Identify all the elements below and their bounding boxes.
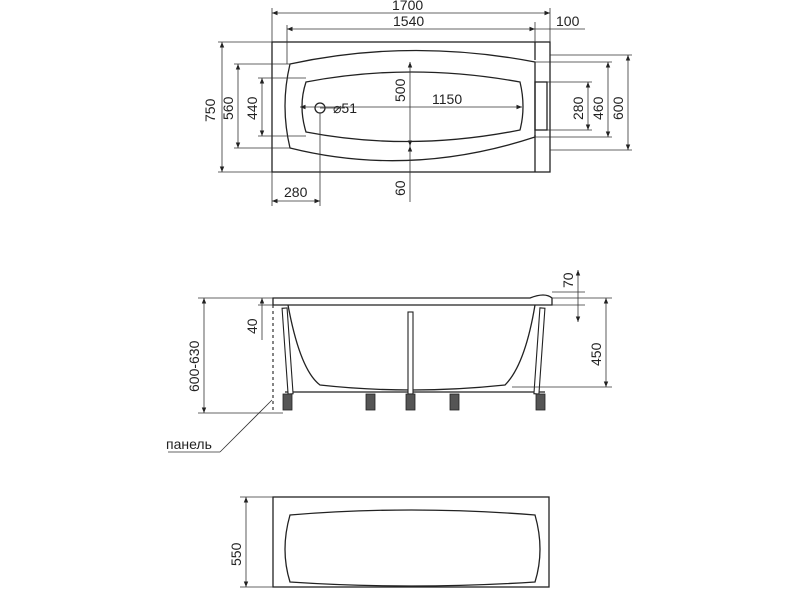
top-headrest-block	[534, 81, 548, 131]
foot-3	[405, 393, 416, 411]
dim-500: 500	[392, 78, 408, 102]
front-view: 550	[228, 496, 550, 588]
top-view: 1700 1540 100 750 560 440 500 ⌀51 1150 2	[202, 0, 632, 206]
foot-2	[365, 393, 376, 411]
dim-60: 60	[392, 180, 408, 196]
dim-550: 550	[228, 542, 244, 566]
front-panel-outline	[272, 496, 550, 588]
side-leg-2	[407, 311, 414, 395]
side-rim	[272, 294, 553, 306]
side-view: 600-630 40 70 450 панель	[166, 270, 612, 453]
dim-drain-diameter: ⌀51	[333, 100, 357, 116]
side-leg-3	[533, 307, 546, 395]
dim-750: 750	[202, 98, 218, 122]
dim-600: 600	[610, 96, 626, 120]
front-panel-inner	[284, 509, 541, 587]
dim-1540: 1540	[393, 13, 424, 29]
foot-4	[449, 393, 460, 411]
foot-1	[282, 393, 293, 411]
dim-450: 450	[588, 342, 604, 366]
foot-5	[535, 393, 546, 411]
dim-70: 70	[560, 272, 576, 288]
panel-label: панель	[166, 436, 212, 452]
dim-460: 460	[590, 96, 606, 120]
dim-100: 100	[556, 13, 580, 29]
top-outer-outline	[271, 41, 551, 173]
dim-280-bottom: 280	[284, 184, 308, 200]
dim-40: 40	[244, 318, 260, 334]
dim-600-630: 600-630	[186, 340, 202, 392]
dim-1150: 1150	[432, 91, 462, 107]
dim-560: 560	[220, 96, 236, 120]
dim-1700: 1700	[392, 0, 423, 13]
dim-440: 440	[244, 96, 260, 120]
panel-leader-line	[219, 399, 273, 453]
top-bowl-bottom	[301, 71, 524, 143]
dim-280-right: 280	[570, 96, 586, 120]
top-bowl-rim	[284, 49, 536, 162]
